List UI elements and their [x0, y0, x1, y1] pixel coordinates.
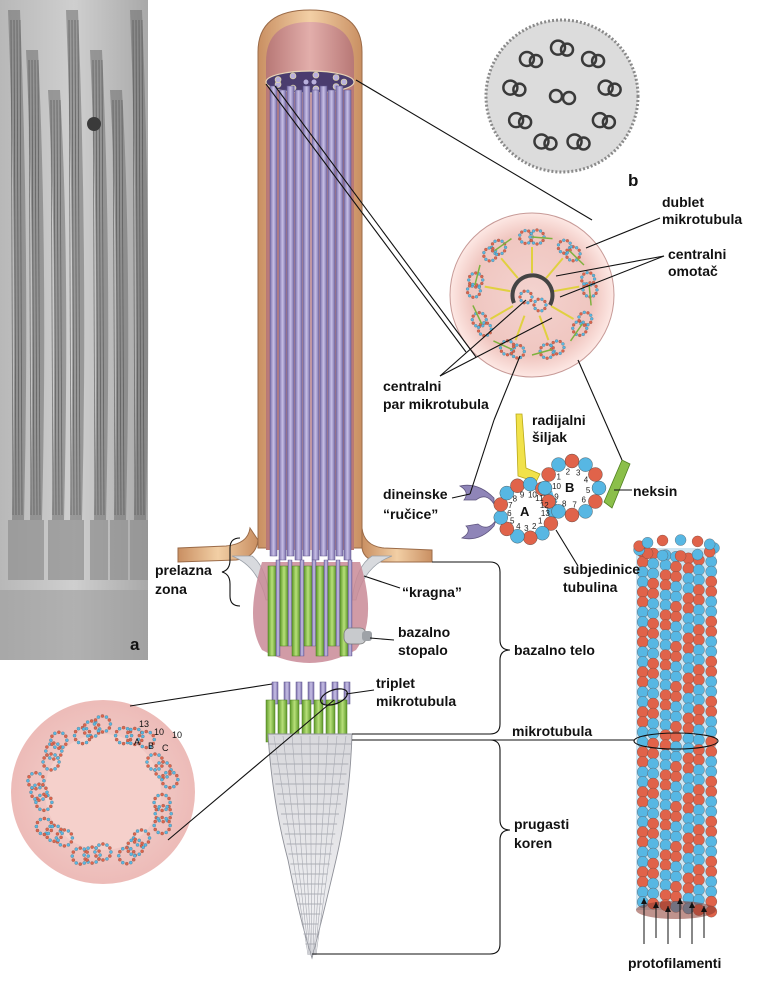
triplet-letter-c: C [162, 743, 169, 753]
doublet-a-number: 4 [516, 522, 521, 531]
doublet-a-number: 5 [510, 517, 515, 526]
em-cross-section [484, 18, 640, 174]
doublet-b-number: 7 [572, 501, 577, 510]
panel-b-label: b [628, 171, 638, 190]
doublet-a-number: 13 [541, 509, 550, 518]
microtubule-highlight-ring [633, 732, 719, 750]
dynein-arm-lower [460, 519, 497, 540]
doublet-a-number: 10 [528, 490, 537, 499]
doublet-a-number: 2 [532, 522, 537, 531]
micrograph-panel-a: a [0, 0, 149, 660]
microtubule-cylinder [633, 534, 720, 944]
doublet-a-number: 11 [535, 494, 544, 503]
doublet-b-number: 8 [562, 499, 567, 508]
label-stopalo-line2: stopalo [398, 642, 448, 658]
striated-rootlet [267, 733, 353, 960]
panel-a-label: a [130, 635, 140, 654]
triplet-number-10a: 10 [154, 727, 164, 737]
label-triplet-line2: mikrotubula [376, 693, 456, 709]
label-dineinske-line2: “ručice” [383, 506, 438, 522]
leader-lines [129, 79, 665, 955]
label-prugasti-line2: koren [514, 835, 552, 851]
doublet-b-number: 4 [584, 476, 589, 485]
axoneme-cross-section [449, 212, 615, 378]
label-par-line1: centralni [383, 378, 441, 394]
doublet-b-number: 10 [552, 482, 561, 491]
label-bazalno-telo: bazalno telo [514, 642, 595, 658]
cell-membrane-left [177, 526, 259, 563]
text-labels: dublet mikrotubula centralni omotač cent… [155, 194, 742, 971]
triplet-number-13: 13 [139, 719, 149, 729]
triplet-highlight-ellipse [320, 688, 348, 706]
cilium-shaft [177, 9, 433, 663]
label-prelazna-line1: prelazna [155, 562, 212, 578]
label-mikrotubula: mikrotubula [512, 723, 592, 739]
doublet-a-number: 3 [524, 524, 529, 533]
triplet-letter-b: B [148, 741, 154, 751]
basal-body-triplets [267, 559, 353, 657]
basal-body-cross-section: 13 10 10 A B C [11, 700, 195, 884]
label-dublet-line2: mikrotubula [662, 211, 742, 227]
doublet-a-number: 7 [508, 501, 513, 510]
doublet-letter-a: A [520, 504, 530, 519]
radial-spoke [515, 413, 541, 483]
label-subjedinice-line1: subjedinice [563, 561, 640, 577]
label-par-line2: par mikrotubula [383, 396, 489, 412]
label-siljak-line1: radijalni [532, 412, 586, 428]
basal-body-lower [265, 681, 353, 960]
striated-rootlet-striations [267, 735, 353, 956]
micrograph-cilia-streaks [0, 10, 149, 660]
label-protofilamenti: protofilamenti [628, 955, 721, 971]
label-dublet-line1: dublet [662, 194, 704, 210]
label-subjedinice-line2: tubulina [563, 579, 618, 595]
doublet-b-number: 2 [566, 467, 571, 476]
label-omotac-line1: centralni [668, 246, 726, 262]
label-omotac-line2: omotač [668, 263, 718, 279]
basal-body-lower-triplets [265, 681, 351, 743]
doublet-b-number: 6 [582, 495, 587, 504]
protofilament-arrows [641, 898, 707, 944]
doublet-b-number: 3 [576, 469, 581, 478]
doublet-a-number: 1 [538, 517, 543, 526]
label-neksin: neksin [633, 483, 677, 499]
doublet-a-number: 12 [540, 501, 549, 510]
triplet-number-10b: 10 [172, 730, 182, 740]
axoneme-microtubules [269, 85, 352, 561]
doublet-b-number: 1 [556, 473, 561, 482]
micrograph-panel-b: b [476, 0, 648, 192]
label-prugasti-line1: prugasti [514, 816, 569, 832]
triplet-letter-a: A [134, 737, 140, 747]
label-kragna: “kragna” [402, 584, 462, 600]
doublet-a-number: 9 [520, 491, 525, 500]
label-dineinske-line1: dineinske [383, 486, 448, 502]
label-siljak-line2: šiljak [532, 429, 567, 445]
basal-foot [343, 627, 372, 645]
doublet-a-number: 8 [513, 494, 518, 503]
doublet-letter-b: B [565, 480, 574, 495]
nexin-link [603, 459, 631, 509]
doublet-b-number: 5 [586, 486, 591, 495]
label-triplet-line1: triplet [376, 675, 415, 691]
label-stopalo-line1: bazalno [398, 624, 450, 640]
label-prelazna-line2: zona [155, 581, 187, 597]
doublet-b-number: 9 [554, 492, 559, 501]
doublet-a-number: 6 [507, 509, 512, 518]
